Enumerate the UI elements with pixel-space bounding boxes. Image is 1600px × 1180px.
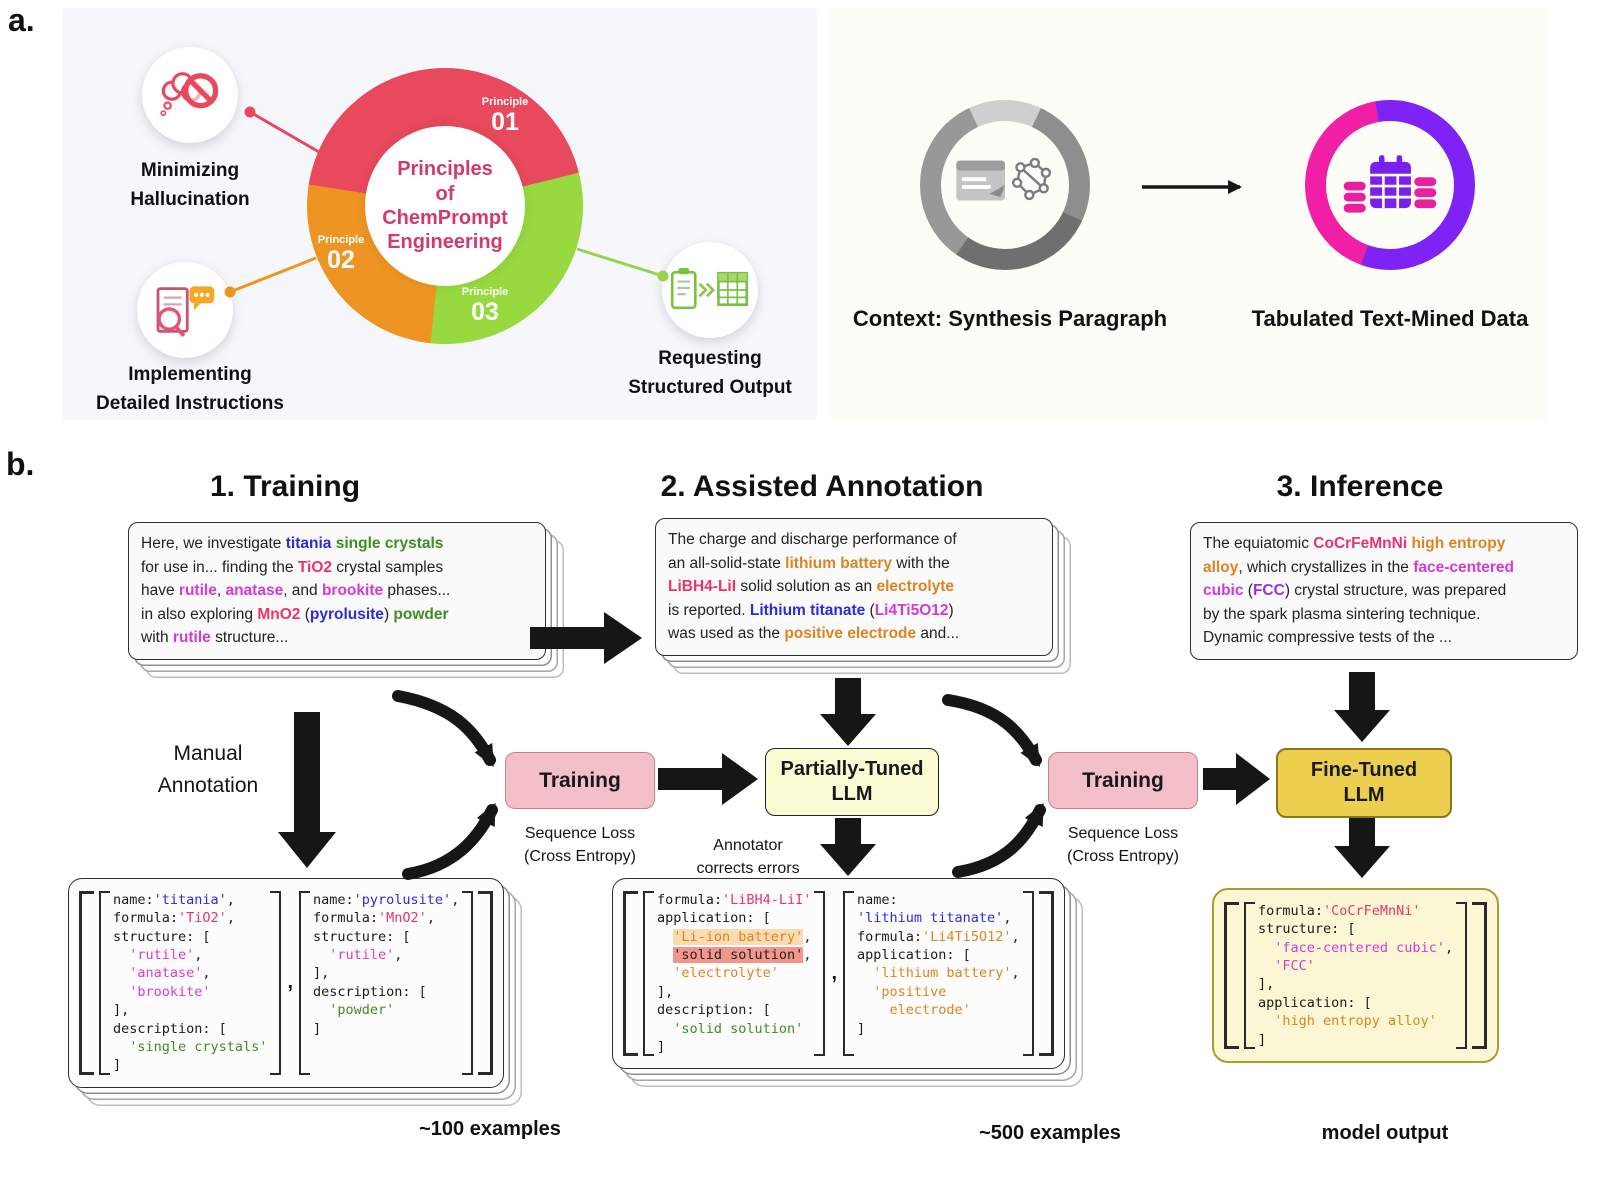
bracket-left: [643, 891, 654, 1057]
code-pyrolusite: name:'pyrolusite',formula:'MnO2',structu…: [313, 892, 460, 1037]
bracket-left: [99, 891, 110, 1075]
tabulated-data-ring: [1305, 100, 1475, 270]
donut-title-line: ChemPrompt: [382, 207, 508, 229]
bracket-left: [843, 891, 855, 1057]
outer-bracket-left: [1224, 902, 1239, 1049]
outer-bracket-right: [478, 891, 494, 1075]
header-assisted-annotation: 2. Assisted Annotation: [660, 470, 984, 503]
structured-output-icon-circle: [662, 242, 758, 338]
code-titanate: name:'lithium titanate',formula:'Li4Ti5O…: [857, 892, 1020, 1037]
curve-snippet-to-training1: [392, 690, 496, 768]
structured-output-icon: [670, 267, 749, 310]
bracket-left: [1244, 902, 1255, 1049]
bracket-right: [814, 891, 826, 1057]
donut-title-line: Engineering: [387, 231, 503, 254]
panel-a-label: a.: [8, 2, 35, 38]
context-label: Context: Synthesis Paragraph: [852, 306, 1168, 331]
training-box-1: Training: [505, 752, 655, 809]
no-hallucination-icon: [160, 72, 219, 117]
code-libh4: formula:'LiBH4-LiI'application: [ 'Li-io…: [657, 892, 812, 1055]
sequence-loss-label-1: Sequence Loss(Cross Entropy): [523, 825, 637, 866]
header-training: 1. Training: [209, 470, 361, 503]
chemprompt-principles-panel: Principles of ChemPrompt Engineering Pri…: [62, 8, 817, 420]
bracket-right: [1022, 891, 1034, 1057]
arrow-training1-to-partially-tuned: [658, 753, 758, 805]
caption-100-examples: ~100 examples: [419, 1118, 561, 1140]
json-block-model-output: formula:'CoCrFeMnNi'structure: [ 'face-c…: [1244, 902, 1468, 1049]
principles-donut-chart: Principles of ChemPrompt Engineering Pri…: [307, 68, 583, 344]
detailed-instructions-icon: [156, 286, 215, 338]
callout-detailed-instructions: Implementing Detailed Instructions: [96, 364, 284, 415]
callout-minimizing-hallucination: Minimizing Hallucination: [130, 160, 250, 211]
callout-structured-output: Requesting Structured Output: [628, 348, 792, 399]
bracket-right: [462, 891, 474, 1075]
comma-separator: ,: [831, 962, 838, 985]
result-label: Tabulated Text-Mined Data: [1251, 306, 1529, 331]
panel-b-label: b.: [6, 446, 35, 482]
training-box-2: Training: [1048, 752, 1198, 809]
outer-bracket-left: [79, 891, 94, 1075]
manual-annotation-label: Manual Annotation: [157, 742, 259, 797]
bracket-right: [1456, 902, 1468, 1049]
outer-bracket-left: [623, 891, 638, 1057]
assisted-annotation-json-card: formula:'LiBH4-LiI'application: [ 'Li-io…: [612, 878, 1065, 1070]
donut-title-line: Principles: [397, 158, 493, 181]
arrow-fine-tuned-to-output: [1334, 818, 1390, 878]
synthesis-paragraph-icon: [956, 157, 1052, 201]
manual-annotation-json-card: name:'titania',formula:'TiO2',structure:…: [68, 878, 505, 1088]
json-block-titania: name:'titania',formula:'TiO2',structure:…: [99, 891, 282, 1075]
arrow-training-to-annotation: [530, 612, 642, 664]
json-block-libh4: formula:'LiBH4-LiI'application: [ 'Li-io…: [643, 891, 826, 1057]
caption-500-examples: ~500 examples: [979, 1122, 1121, 1144]
sequence-loss-label-2: Sequence Loss(Cross Entropy): [1066, 825, 1180, 866]
arrow-training2-to-fine-tuned: [1203, 753, 1270, 805]
curve-card-to-training2: [952, 802, 1046, 878]
donut-title-line: of: [435, 182, 455, 205]
caption-model-output: model output: [1321, 1122, 1449, 1144]
curve-card-to-training1: [402, 802, 498, 880]
text-mining-panel: Context: Synthesis Paragraph Tabulated T…: [830, 8, 1548, 420]
curve-snippet-to-training2: [942, 694, 1042, 767]
instructions-icon-circle: [137, 262, 233, 358]
outer-bracket-right: [1472, 902, 1488, 1049]
header-inference: 3. Inference: [1276, 470, 1444, 503]
arrow-partially-tuned-to-cards: [820, 818, 876, 876]
bracket-left: [299, 891, 310, 1075]
context-ring: [920, 100, 1090, 270]
bracket-right: [270, 891, 282, 1075]
arrow-inference-to-fine-tuned: [1334, 672, 1390, 742]
code-model-output: formula:'CoCrFeMnNi'structure: [ 'face-c…: [1258, 903, 1454, 1048]
arrow-annotation-to-partially-tuned: [820, 678, 876, 746]
tabulated-data-icon: [1343, 155, 1437, 213]
code-titania: name:'titania',formula:'TiO2',structure:…: [113, 892, 268, 1074]
outer-bracket-right: [1038, 891, 1054, 1057]
training-text-snippet: Here, we investigate titania single crys…: [128, 522, 546, 660]
hallucination-icon: [142, 47, 238, 143]
donut-center-title: Principles of ChemPrompt Engineering: [365, 126, 525, 286]
model-output-json-card: formula:'CoCrFeMnNi'structure: [ 'face-c…: [1212, 888, 1500, 1063]
json-block-pyrolusite: name:'pyrolusite',formula:'MnO2',structu…: [299, 891, 474, 1075]
comma-separator: ,: [287, 971, 293, 994]
json-block-titanate: name:'lithium titanate',formula:'Li4Ti5O…: [843, 891, 1034, 1057]
